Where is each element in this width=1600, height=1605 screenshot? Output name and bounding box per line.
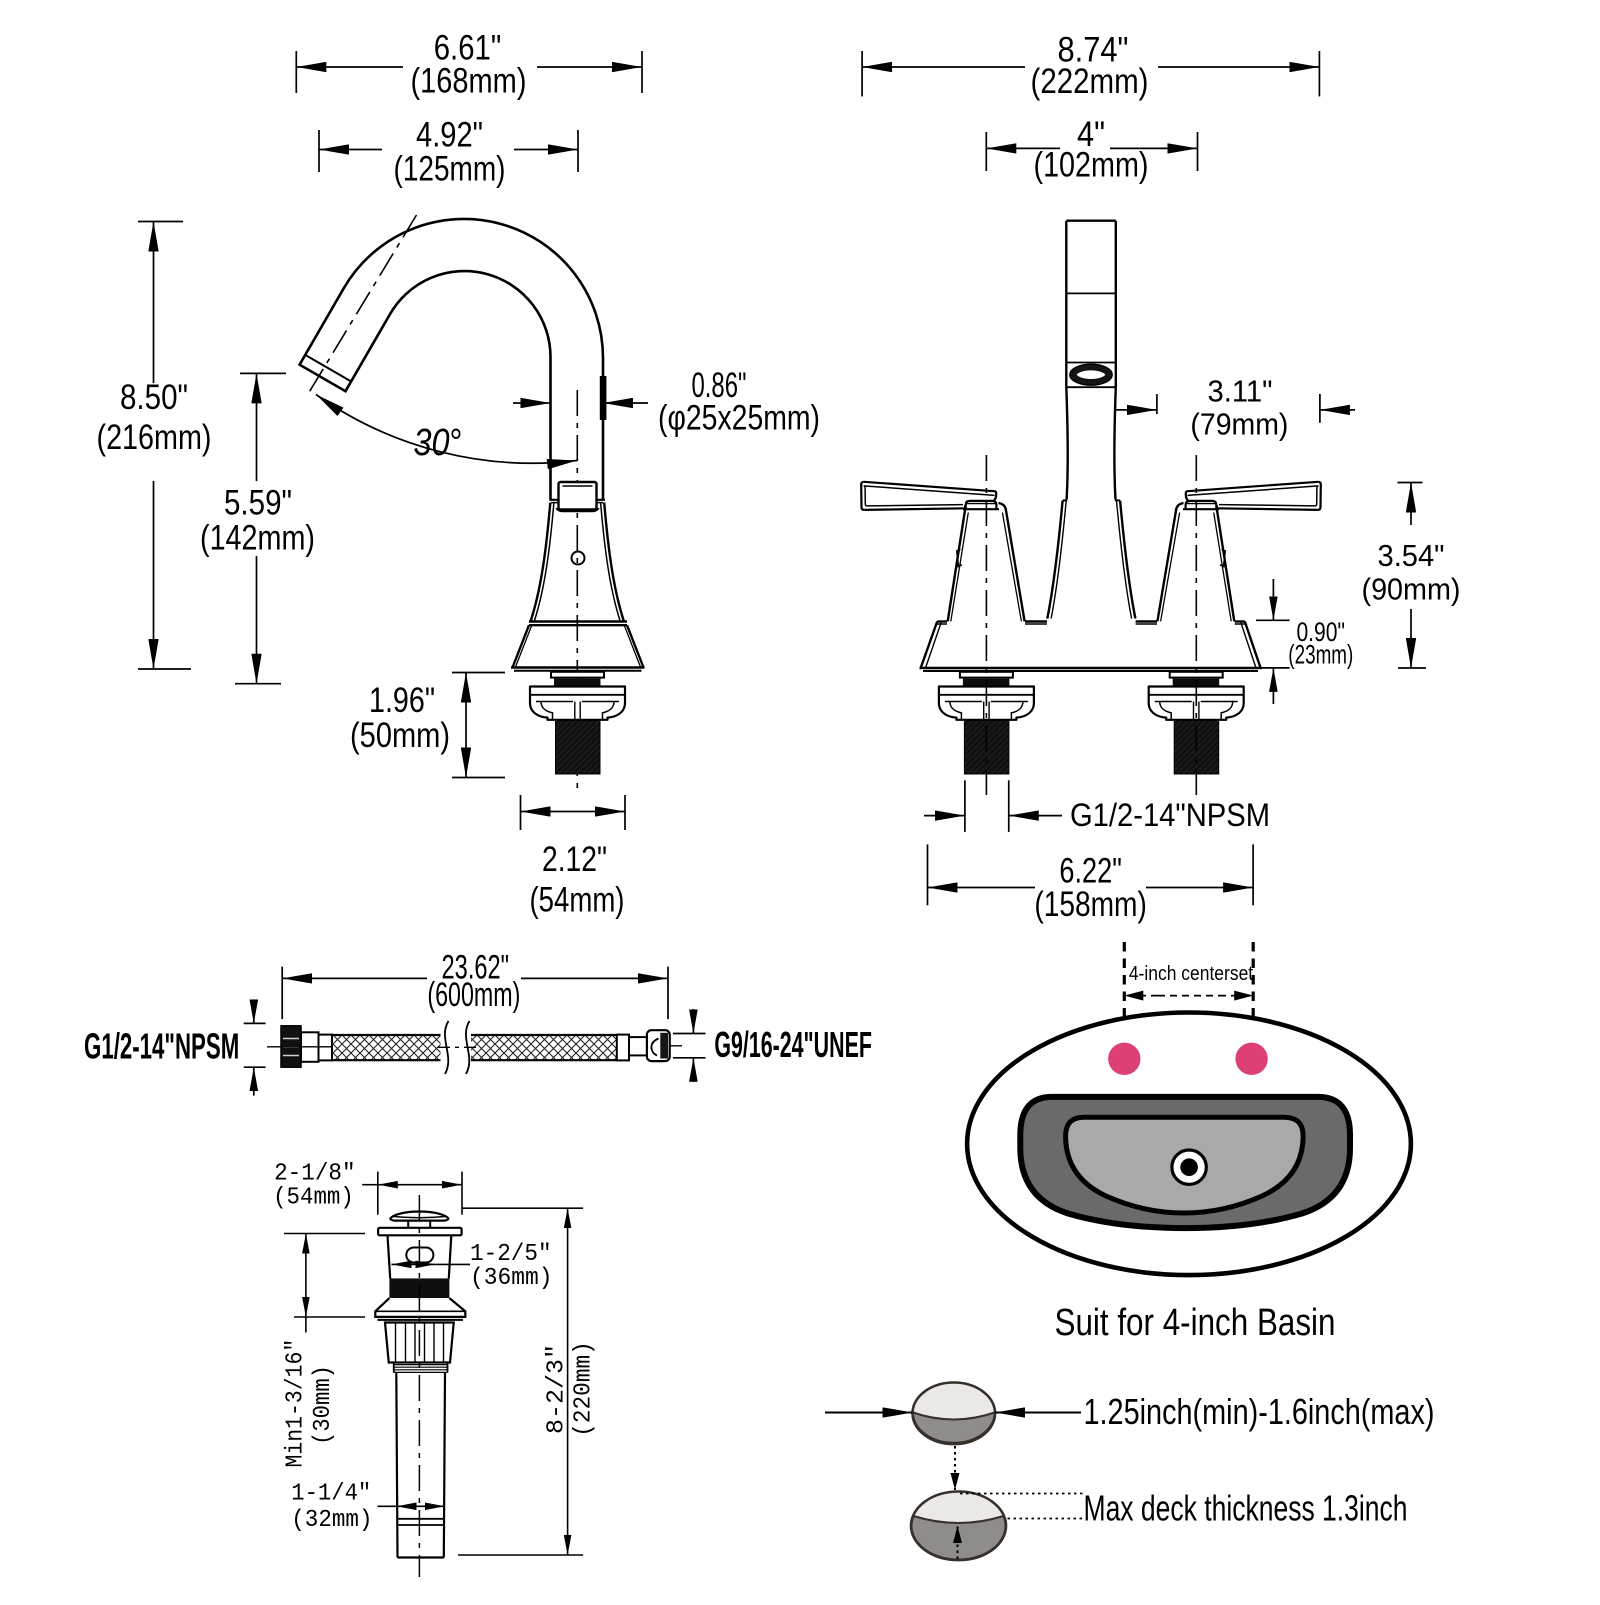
svg-text:2-1/8″: 2-1/8″ [274, 1161, 356, 1188]
svg-text:G9/16-24"UNEF: G9/16-24"UNEF [714, 1024, 872, 1065]
svg-text:8.50": 8.50" [120, 378, 188, 417]
svg-text:6.61": 6.61" [434, 29, 502, 68]
svg-text:8.74": 8.74" [1058, 31, 1129, 70]
svg-text:Max deck thickness 1.3inch: Max deck thickness 1.3inch [1084, 1488, 1408, 1529]
svg-text:1.25inch(min)-1.6inch(max): 1.25inch(min)-1.6inch(max) [1084, 1391, 1435, 1432]
svg-text:(90mm): (90mm) [1362, 572, 1461, 607]
svg-text:(30mm): (30mm) [310, 1365, 337, 1445]
svg-text:(32mm): (32mm) [291, 1507, 372, 1534]
svg-text:(54mm): (54mm) [273, 1185, 354, 1212]
svg-text:(222mm): (222mm) [1031, 62, 1149, 101]
svg-text:(102mm): (102mm) [1034, 146, 1149, 185]
svg-text:1-1/4″: 1-1/4″ [291, 1481, 371, 1508]
svg-text:3.11": 3.11" [1208, 374, 1273, 409]
svg-text:(168mm): (168mm) [411, 62, 527, 101]
svg-text:0.90": 0.90" [1296, 617, 1345, 647]
svg-text:1-2/5″: 1-2/5″ [470, 1241, 552, 1268]
svg-text:(φ25x25mm): (φ25x25mm) [658, 399, 820, 438]
svg-text:8-2/3″: 8-2/3″ [544, 1344, 571, 1434]
svg-text:2.12": 2.12" [542, 840, 607, 879]
svg-text:(54mm): (54mm) [530, 881, 625, 920]
svg-text:(50mm): (50mm) [350, 716, 450, 755]
svg-text:4.92": 4.92" [416, 116, 483, 155]
svg-text:Suit for 4-inch Basin: Suit for 4-inch Basin [1055, 1302, 1336, 1344]
svg-text:(220mm): (220mm) [571, 1341, 598, 1437]
svg-text:(600mm): (600mm) [427, 976, 520, 1014]
svg-text:4-inch centerset: 4-inch centerset [1129, 963, 1254, 985]
svg-text:(158mm): (158mm) [1034, 885, 1147, 924]
svg-text:(79mm): (79mm) [1190, 407, 1288, 442]
svg-text:1.96": 1.96" [369, 681, 435, 720]
svg-text:(36mm): (36mm) [470, 1265, 553, 1292]
svg-text:6.22": 6.22" [1059, 852, 1122, 891]
svg-text:(125mm): (125mm) [394, 150, 506, 189]
svg-text:Min1-3/16″: Min1-3/16″ [283, 1339, 310, 1468]
svg-text:G1/2-14"NPSM: G1/2-14"NPSM [84, 1025, 239, 1066]
svg-text:(216mm): (216mm) [97, 418, 212, 457]
svg-text:4": 4" [1077, 115, 1105, 154]
svg-text:30°: 30° [414, 422, 463, 464]
svg-text:23.62": 23.62" [442, 949, 510, 987]
svg-text:3.54": 3.54" [1378, 538, 1445, 573]
svg-text:0.86": 0.86" [692, 366, 747, 405]
svg-text:G1/2-14"NPSM: G1/2-14"NPSM [1070, 797, 1270, 833]
svg-text:5.59": 5.59" [224, 484, 292, 523]
svg-text:(23mm): (23mm) [1288, 640, 1353, 670]
svg-text:(142mm): (142mm) [200, 519, 315, 558]
